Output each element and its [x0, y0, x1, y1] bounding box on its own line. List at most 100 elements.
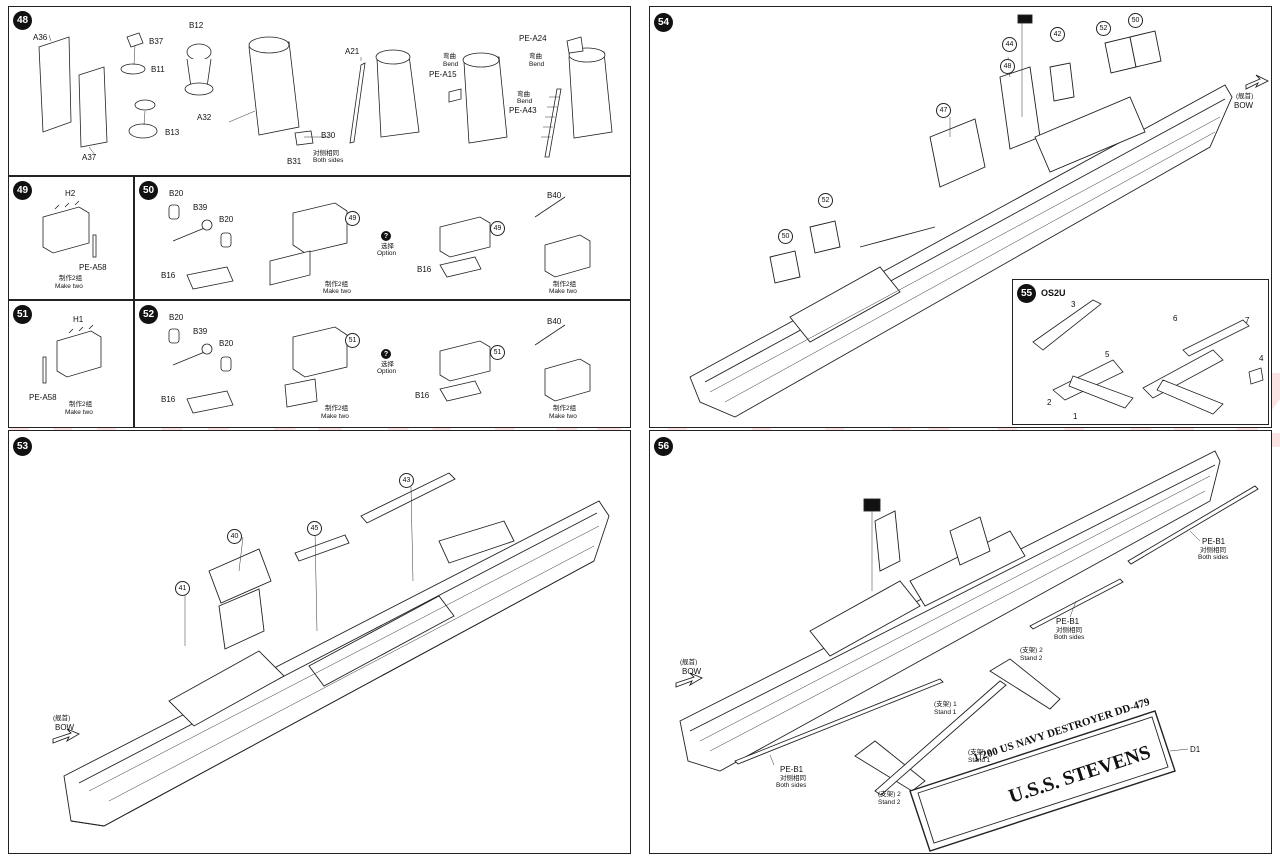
label-a37: A37	[82, 153, 97, 162]
step-53-badge: 53	[13, 437, 32, 456]
label-both-sides-cn: 对侧相同	[313, 150, 339, 157]
step-53-drawing	[52, 472, 610, 827]
step-51-panel: 51 H1 PE-A58 制作2组 Make two	[8, 300, 134, 428]
label-pe-a58-51: PE-A58	[29, 393, 57, 402]
step-56-badge: 56	[654, 437, 673, 456]
step-54-badge: 54	[654, 13, 673, 32]
ref-42-54: 42	[1050, 27, 1065, 42]
label-b40-52: B40	[547, 317, 562, 326]
label-b20a-50: B20	[169, 189, 184, 198]
make-two-cn-50: 制作2组	[325, 281, 349, 288]
label-bend-cn-3: 弯曲	[517, 91, 530, 98]
make2-50: Make two	[549, 288, 577, 295]
label-b39-50: B39	[193, 203, 208, 212]
ref-48-54: 48	[1000, 59, 1015, 74]
ref-47-54: 47	[936, 103, 951, 118]
label-bend-3: Bend	[517, 98, 533, 105]
label-b11: B11	[151, 65, 165, 74]
both-sides-cn-3: 对侧相同	[780, 775, 806, 782]
label-pe-a15: PE-A15	[429, 70, 457, 79]
step-53-panel: 53 40 41 43	[8, 430, 631, 854]
step-49-badge: 49	[13, 181, 32, 200]
part-7: 7	[1245, 316, 1250, 325]
both-sides-1: Both sides	[1198, 554, 1229, 561]
ref-43-53: 43	[399, 473, 414, 488]
label-b16a-52: B16	[161, 395, 176, 404]
label-both-sides: Both sides	[313, 157, 344, 164]
option-cn-50: 选择	[381, 243, 394, 250]
step-51-drawing	[42, 324, 102, 384]
ref-51-a: 51	[345, 333, 360, 348]
label-bend-1: Bend	[443, 61, 459, 68]
option-mark-50: ?	[381, 231, 391, 241]
step-50-panel: 50 B20 B39 B20 B16 49 制作2组 Make two ? 选择…	[134, 176, 631, 300]
make2-cn-52: 制作2组	[553, 405, 577, 412]
os2u-title: OS2U	[1041, 288, 1066, 298]
step-52-badge: 52	[139, 305, 158, 324]
option-52: Option	[377, 368, 397, 375]
make-two-cn-52: 制作2组	[325, 405, 349, 412]
ref-52-54: 52	[1096, 21, 1111, 36]
label-b12: B12	[189, 21, 204, 30]
ref-44-54: 44	[1002, 37, 1017, 52]
label-bend-2: Bend	[529, 61, 545, 68]
step-55-badge: 55	[1017, 284, 1036, 303]
label-a21: A21	[345, 47, 360, 56]
part-4: 4	[1259, 354, 1264, 363]
ref-49-a: 49	[345, 211, 360, 226]
label-d1: D1	[1190, 745, 1201, 754]
both-sides-cn-1: 对侧相同	[1200, 547, 1226, 554]
step-56-drawing	[675, 450, 1259, 852]
make-two-49: Make two	[55, 283, 83, 290]
part-1: 1	[1073, 412, 1078, 421]
stand2-a: Stand 2	[1020, 655, 1043, 662]
make-two-cn-51: 制作2组	[69, 401, 93, 408]
label-b39-52: B39	[193, 327, 208, 336]
label-b16a-50: B16	[161, 271, 176, 280]
step-49-drawing	[42, 200, 97, 258]
label-bend-cn-2: 弯曲	[529, 53, 542, 60]
make2-52: Make two	[549, 413, 577, 420]
label-b30: B30	[321, 131, 336, 140]
make-two-cn-49: 制作2组	[59, 275, 83, 282]
step-48-panel: 48	[8, 6, 631, 176]
label-b31: B31	[287, 157, 302, 166]
pe-b1-label-3: PE-B1	[780, 765, 804, 774]
bow-cn-54: (舰首)	[1236, 93, 1254, 100]
ref-40-53: 40	[227, 529, 242, 544]
label-h2: H2	[65, 189, 76, 198]
ref-50b-54: 50	[778, 229, 793, 244]
label-h1: H1	[73, 315, 84, 324]
label-a36: A36	[33, 33, 48, 42]
step-51-badge: 51	[13, 305, 32, 324]
part-5: 5	[1105, 350, 1110, 359]
label-bend-cn-1: 弯曲	[443, 53, 456, 60]
label-pe-a24: PE-A24	[519, 34, 547, 43]
both-sides-2: Both sides	[1054, 634, 1085, 641]
part-3: 3	[1071, 300, 1076, 309]
ref-50-54: 50	[1128, 13, 1143, 28]
option-cn-52: 选择	[381, 361, 394, 368]
ref-51-b: 51	[490, 345, 505, 360]
step-49-panel: 49 H2 PE-A58 制作2组 Make two	[8, 176, 134, 300]
step-52-panel: 52 B20 B39 B20 B16 51 制作2组 Make two ? 选择…	[134, 300, 631, 428]
make2-cn-50: 制作2组	[553, 281, 577, 288]
make-two-51: Make two	[65, 409, 93, 416]
step-55-drawing	[1032, 299, 1264, 415]
bow-cn-56: (舰首)	[680, 659, 698, 666]
label-b16b-50: B16	[417, 265, 432, 274]
stand2-cn-b: (支架) 2	[878, 791, 901, 798]
option-50: Option	[377, 250, 397, 257]
stand2-b: Stand 2	[878, 799, 901, 806]
pe-b1-label-1: PE-B1	[1202, 537, 1226, 546]
part-6: 6	[1173, 314, 1178, 323]
ref-41-53: 41	[175, 581, 190, 596]
step-54-panel: 54 44 42 52 50 48 47 50 52 (舰首	[649, 6, 1272, 428]
label-b16b-52: B16	[415, 391, 430, 400]
step-50-badge: 50	[139, 181, 158, 200]
label-b20a-52: B20	[169, 313, 184, 322]
make-two-52: Make two	[321, 413, 349, 420]
ref-45-53: 45	[307, 521, 322, 536]
step-48-drawing	[38, 32, 613, 158]
ref-52b-54: 52	[818, 193, 833, 208]
